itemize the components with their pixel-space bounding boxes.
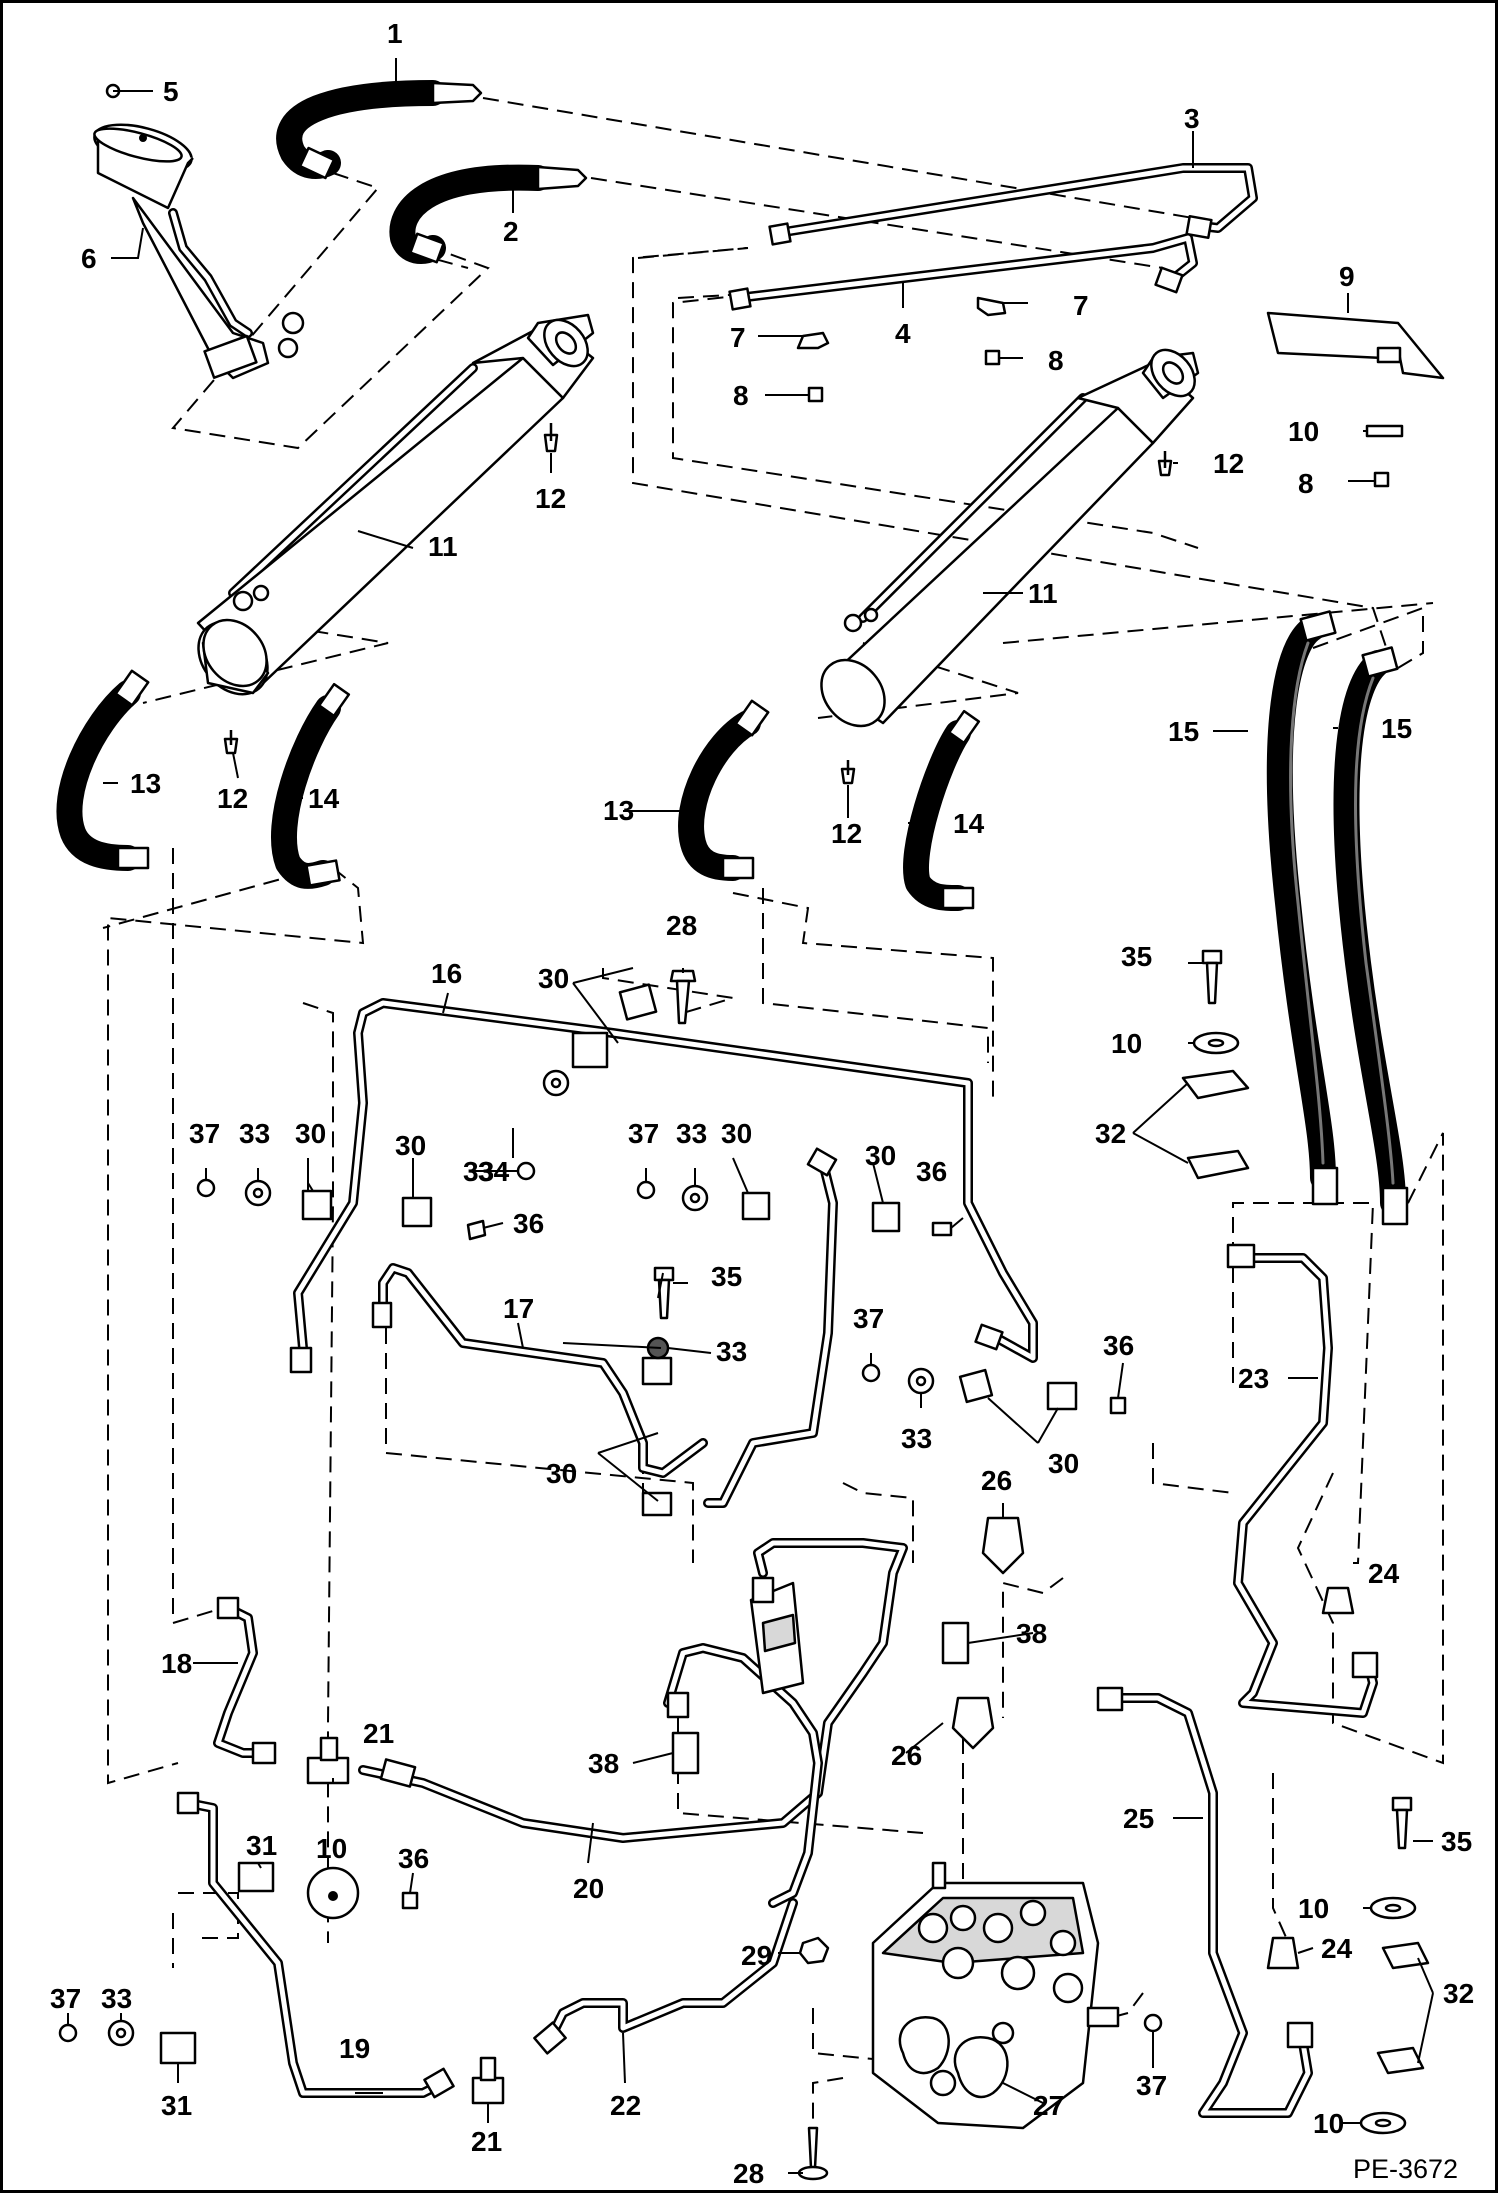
reference-code: PE-3672 <box>1353 2154 1458 2184</box>
callout-15: 15 <box>1381 713 1412 744</box>
callout-3: 3 <box>1184 103 1200 134</box>
callout-33: 33 <box>101 1983 132 2014</box>
hose-14-left <box>271 695 341 889</box>
callout-7: 7 <box>730 322 746 353</box>
callout-11: 11 <box>1028 578 1058 609</box>
callout-32: 32 <box>1095 1118 1126 1149</box>
callout-21: 21 <box>471 2126 502 2157</box>
callout-16: 16 <box>431 958 462 989</box>
hydraulic-parts-diagram: 1 2 3 4 5 6 7 7 8 8 8 9 10 10 10 10 10 1… <box>50 18 1474 2189</box>
callout-26: 26 <box>981 1465 1012 1496</box>
callout-37: 37 <box>1136 2070 1167 2101</box>
callout-31: 31 <box>246 1830 277 1861</box>
callout-33: 33 <box>463 1156 494 1187</box>
callout-17: 17 <box>503 1293 534 1324</box>
callout-38: 38 <box>588 1748 619 1779</box>
callout-30: 30 <box>721 1118 752 1149</box>
callout-13: 13 <box>603 795 634 826</box>
callout-36: 36 <box>916 1156 947 1187</box>
callout-33: 33 <box>716 1336 747 1367</box>
callout-10: 10 <box>1111 1028 1142 1059</box>
callout-12: 12 <box>535 483 566 514</box>
callout-28: 28 <box>666 910 697 941</box>
callout-12: 12 <box>1213 448 1244 479</box>
callout-37: 37 <box>189 1118 220 1149</box>
callout-8: 8 <box>1048 345 1064 376</box>
cylinder-11-left <box>196 313 595 696</box>
callout-30: 30 <box>395 1130 426 1161</box>
rigid-tubes <box>168 163 1378 2118</box>
callout-14: 14 <box>953 808 985 839</box>
callout-6: 6 <box>81 243 97 274</box>
hardware <box>58 296 1445 2181</box>
callout-25: 25 <box>1123 1803 1154 1834</box>
callout-22: 22 <box>610 2090 641 2121</box>
callout-19: 19 <box>339 2033 370 2064</box>
callout-4: 4 <box>895 318 911 349</box>
callout-27: 27 <box>1033 2090 1064 2121</box>
callout-23: 23 <box>1238 1363 1269 1394</box>
callout-33: 33 <box>901 1423 932 1454</box>
callout-20: 20 <box>573 1873 604 1904</box>
callout-35: 35 <box>711 1261 742 1292</box>
callout-30: 30 <box>538 963 569 994</box>
callout-7: 7 <box>1073 290 1089 321</box>
callout-30: 30 <box>1048 1448 1079 1479</box>
callout-1: 1 <box>387 18 403 49</box>
callout-36: 36 <box>1103 1330 1134 1361</box>
callout-26: 26 <box>891 1740 922 1771</box>
callout-10: 10 <box>316 1833 347 1864</box>
callout-28: 28 <box>733 2158 764 2189</box>
callout-9: 9 <box>1339 261 1355 292</box>
callout-32: 32 <box>1443 1978 1474 2009</box>
callout-15: 15 <box>1168 716 1199 747</box>
hose-13-right <box>678 710 761 881</box>
callout-2: 2 <box>503 216 519 247</box>
callout-33: 33 <box>239 1118 270 1149</box>
callout-21: 21 <box>363 1718 394 1749</box>
callout-34: 34 <box>478 1156 510 1187</box>
callout-8: 8 <box>1298 468 1314 499</box>
hose-fittings <box>114 81 1409 1226</box>
callout-36: 36 <box>513 1208 544 1239</box>
callout-10: 10 <box>1313 2108 1344 2139</box>
accumulator-6 <box>93 83 305 380</box>
hose-15-right <box>1333 650 1406 1216</box>
hoses <box>56 80 1406 1216</box>
callout-30: 30 <box>865 1140 896 1171</box>
callout-30: 30 <box>295 1118 326 1149</box>
callouts: 1 2 3 4 5 6 7 7 8 8 8 9 10 10 10 10 10 1… <box>50 18 1474 2189</box>
hose-15-left <box>1266 615 1336 1191</box>
callout-24: 24 <box>1321 1933 1353 1964</box>
cylinder-11-right <box>820 348 1200 728</box>
hose-14-right <box>903 720 971 911</box>
callout-36: 36 <box>398 1843 429 1874</box>
callout-10: 10 <box>1288 416 1319 447</box>
callout-14: 14 <box>308 783 340 814</box>
callout-30: 30 <box>546 1458 577 1489</box>
callout-37: 37 <box>50 1983 81 2014</box>
callout-33: 33 <box>676 1118 707 1149</box>
callout-8: 8 <box>733 380 749 411</box>
callout-11: 11 <box>428 531 458 562</box>
callout-38: 38 <box>1016 1618 1047 1649</box>
callout-24: 24 <box>1368 1558 1400 1589</box>
callout-35: 35 <box>1121 941 1152 972</box>
callout-37: 37 <box>628 1118 659 1149</box>
callout-18: 18 <box>161 1648 192 1679</box>
callout-31: 31 <box>161 2090 192 2121</box>
callout-29: 29 <box>741 1940 772 1971</box>
leader-lines <box>67 58 1434 2174</box>
callout-10: 10 <box>1298 1893 1329 1924</box>
callout-5: 5 <box>163 76 179 107</box>
callout-35: 35 <box>1441 1826 1472 1857</box>
callout-13: 13 <box>130 768 161 799</box>
callout-37: 37 <box>853 1303 884 1334</box>
hose-13-left <box>56 680 141 871</box>
callout-12: 12 <box>217 783 248 814</box>
control-valve-27 <box>871 1861 1120 2130</box>
tube-nuts <box>176 214 1379 2099</box>
callout-12: 12 <box>831 818 862 849</box>
